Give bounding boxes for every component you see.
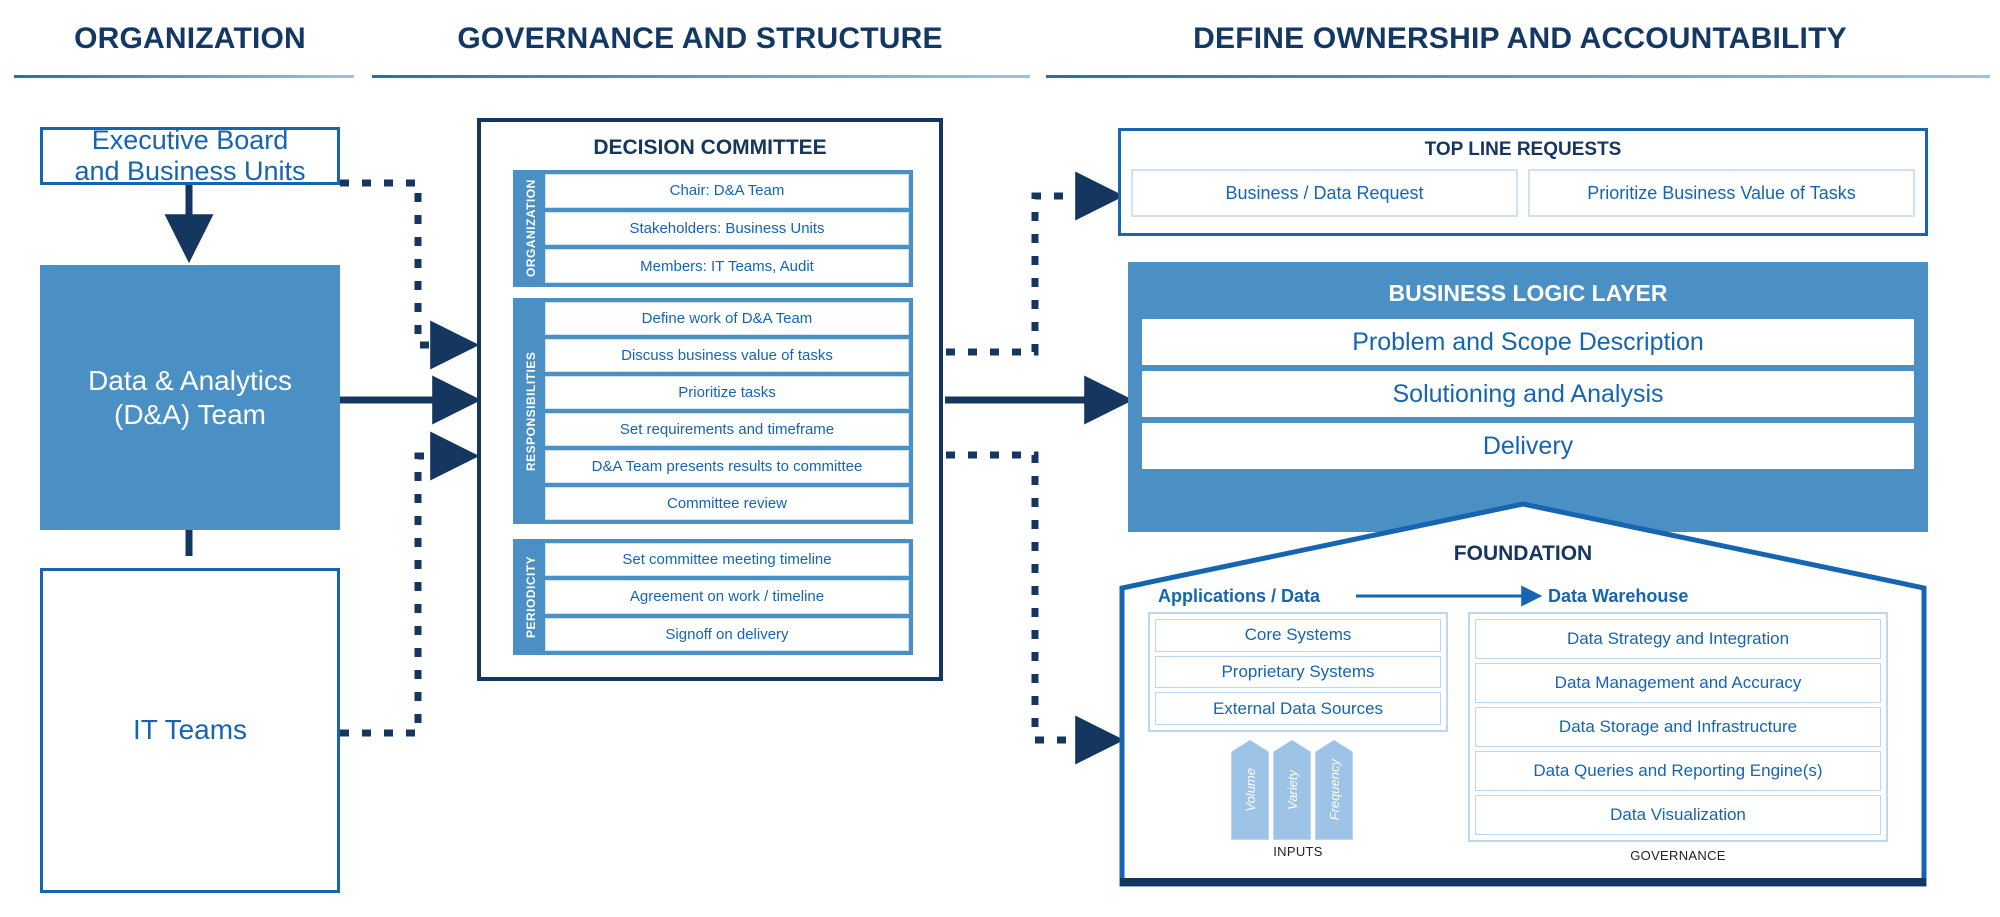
da-team-label: Data & Analytics (D&A) Team <box>88 364 292 430</box>
data-warehouse-item[interactable]: Data Queries and Reporting Engine(s) <box>1475 751 1881 791</box>
arrow-committee-to-foundation-dashed <box>946 451 1125 765</box>
arrow-committee-to-toplines-dashed <box>946 171 1125 356</box>
committee-item[interactable]: Set committee meeting timeline <box>545 543 909 577</box>
applications-data-item[interactable]: External Data Sources <box>1155 692 1441 726</box>
input-chevron-volume: Volume <box>1231 740 1269 840</box>
top-line-request-item[interactable]: Prioritize Business Value of Tasks <box>1528 169 1915 217</box>
committee-group-periodicity-label: PERIODICITY <box>524 555 538 639</box>
committee-group-periodicity: PERIODICITY Set committee meeting timeli… <box>513 539 913 655</box>
data-warehouse-item[interactable]: Data Storage and Infrastructure <box>1475 707 1881 747</box>
input-chevron-variety: Variety <box>1273 740 1311 840</box>
committee-item[interactable]: Signoff on delivery <box>545 617 909 651</box>
decision-committee-panel: DECISION COMMITTEE ORGANIZATION Chair: D… <box>477 118 943 681</box>
executive-board-box[interactable]: Executive Board and Business Units <box>40 124 340 186</box>
committee-group-responsibilities: RESPONSIBILITIES Define work of D&A Team… <box>513 298 913 524</box>
arrow-it-to-committee-dashed <box>340 431 480 737</box>
it-teams-box[interactable]: IT Teams <box>40 568 340 893</box>
top-line-requests-panel: TOP LINE REQUESTS Business / Data Reques… <box>1118 128 1928 236</box>
data-warehouse-item[interactable]: Data Strategy and Integration <box>1475 619 1881 659</box>
committee-group-organization-label: ORGANIZATION <box>524 179 538 278</box>
input-chevron-volume-label: Volume <box>1242 768 1258 812</box>
data-warehouse-item[interactable]: Data Visualization <box>1475 795 1881 835</box>
committee-item[interactable]: Prioritize tasks <box>545 376 909 409</box>
committee-item[interactable]: Set requirements and timeframe <box>545 413 909 446</box>
section-rule-ownership <box>1046 75 1990 78</box>
input-chevron-frequency-label: Frequency <box>1326 759 1342 821</box>
section-title-governance: GOVERNANCE AND STRUCTURE <box>457 22 943 55</box>
section-rule-organization <box>14 75 354 78</box>
top-line-request-item[interactable]: Business / Data Request <box>1131 169 1518 217</box>
business-logic-item[interactable]: Solutioning and Analysis <box>1142 371 1914 417</box>
data-warehouse-heading: Data Warehouse <box>1548 586 1689 606</box>
data-warehouse-item[interactable]: Data Management and Accuracy <box>1475 663 1881 703</box>
committee-group-organization: ORGANIZATION Chair: D&A Team Stakeholder… <box>513 170 913 287</box>
committee-item[interactable]: Committee review <box>545 487 909 520</box>
committee-item[interactable]: Chair: D&A Team <box>545 174 909 208</box>
data-warehouse-panel: Data Strategy and Integration Data Manag… <box>1468 612 1888 842</box>
committee-item[interactable]: Discuss business value of tasks <box>545 339 909 372</box>
committee-group-responsibilities-label: RESPONSIBILITIES <box>524 351 538 471</box>
foundation-panel: FOUNDATION Applications / Data Data Ware… <box>1118 500 1928 888</box>
decision-committee-title: DECISION COMMITTEE <box>593 136 827 159</box>
committee-item[interactable]: Agreement on work / timeline <box>545 580 909 614</box>
section-rule-governance <box>372 75 1030 78</box>
committee-item[interactable]: D&A Team presents results to committee <box>545 450 909 483</box>
business-logic-item[interactable]: Problem and Scope Description <box>1142 319 1914 365</box>
input-chevron-frequency: Frequency <box>1315 740 1353 840</box>
top-line-requests-title: TOP LINE REQUESTS <box>1424 139 1622 160</box>
governance-caption: GOVERNANCE <box>1630 848 1726 863</box>
executive-board-label: Executive Board and Business Units <box>74 124 306 186</box>
arrow-exec-to-committee-dashed <box>340 179 480 370</box>
business-logic-item[interactable]: Delivery <box>1142 423 1914 469</box>
business-logic-layer-panel: BUSINESS LOGIC LAYER Problem and Scope D… <box>1128 262 1928 532</box>
committee-item[interactable]: Define work of D&A Team <box>545 302 909 335</box>
section-title-ownership: DEFINE OWNERSHIP AND ACCOUNTABILITY <box>1193 22 1847 55</box>
business-logic-layer-title: BUSINESS LOGIC LAYER <box>1388 280 1668 306</box>
applications-data-heading: Applications / Data <box>1158 586 1321 606</box>
foundation-title: FOUNDATION <box>1453 542 1593 565</box>
applications-data-panel: Core Systems Proprietary Systems Externa… <box>1148 612 1448 732</box>
applications-data-item[interactable]: Core Systems <box>1155 619 1441 652</box>
it-teams-label: IT Teams <box>132 714 248 746</box>
da-team-box[interactable]: Data & Analytics (D&A) Team <box>40 265 340 530</box>
committee-item[interactable]: Stakeholders: Business Units <box>545 211 909 246</box>
section-title-organization: ORGANIZATION <box>74 22 306 55</box>
input-chevron-variety-label: Variety <box>1284 770 1300 810</box>
applications-data-item[interactable]: Proprietary Systems <box>1155 655 1441 689</box>
inputs-caption: INPUTS <box>1273 844 1323 859</box>
committee-item[interactable]: Members: IT Teams, Audit <box>545 249 909 284</box>
